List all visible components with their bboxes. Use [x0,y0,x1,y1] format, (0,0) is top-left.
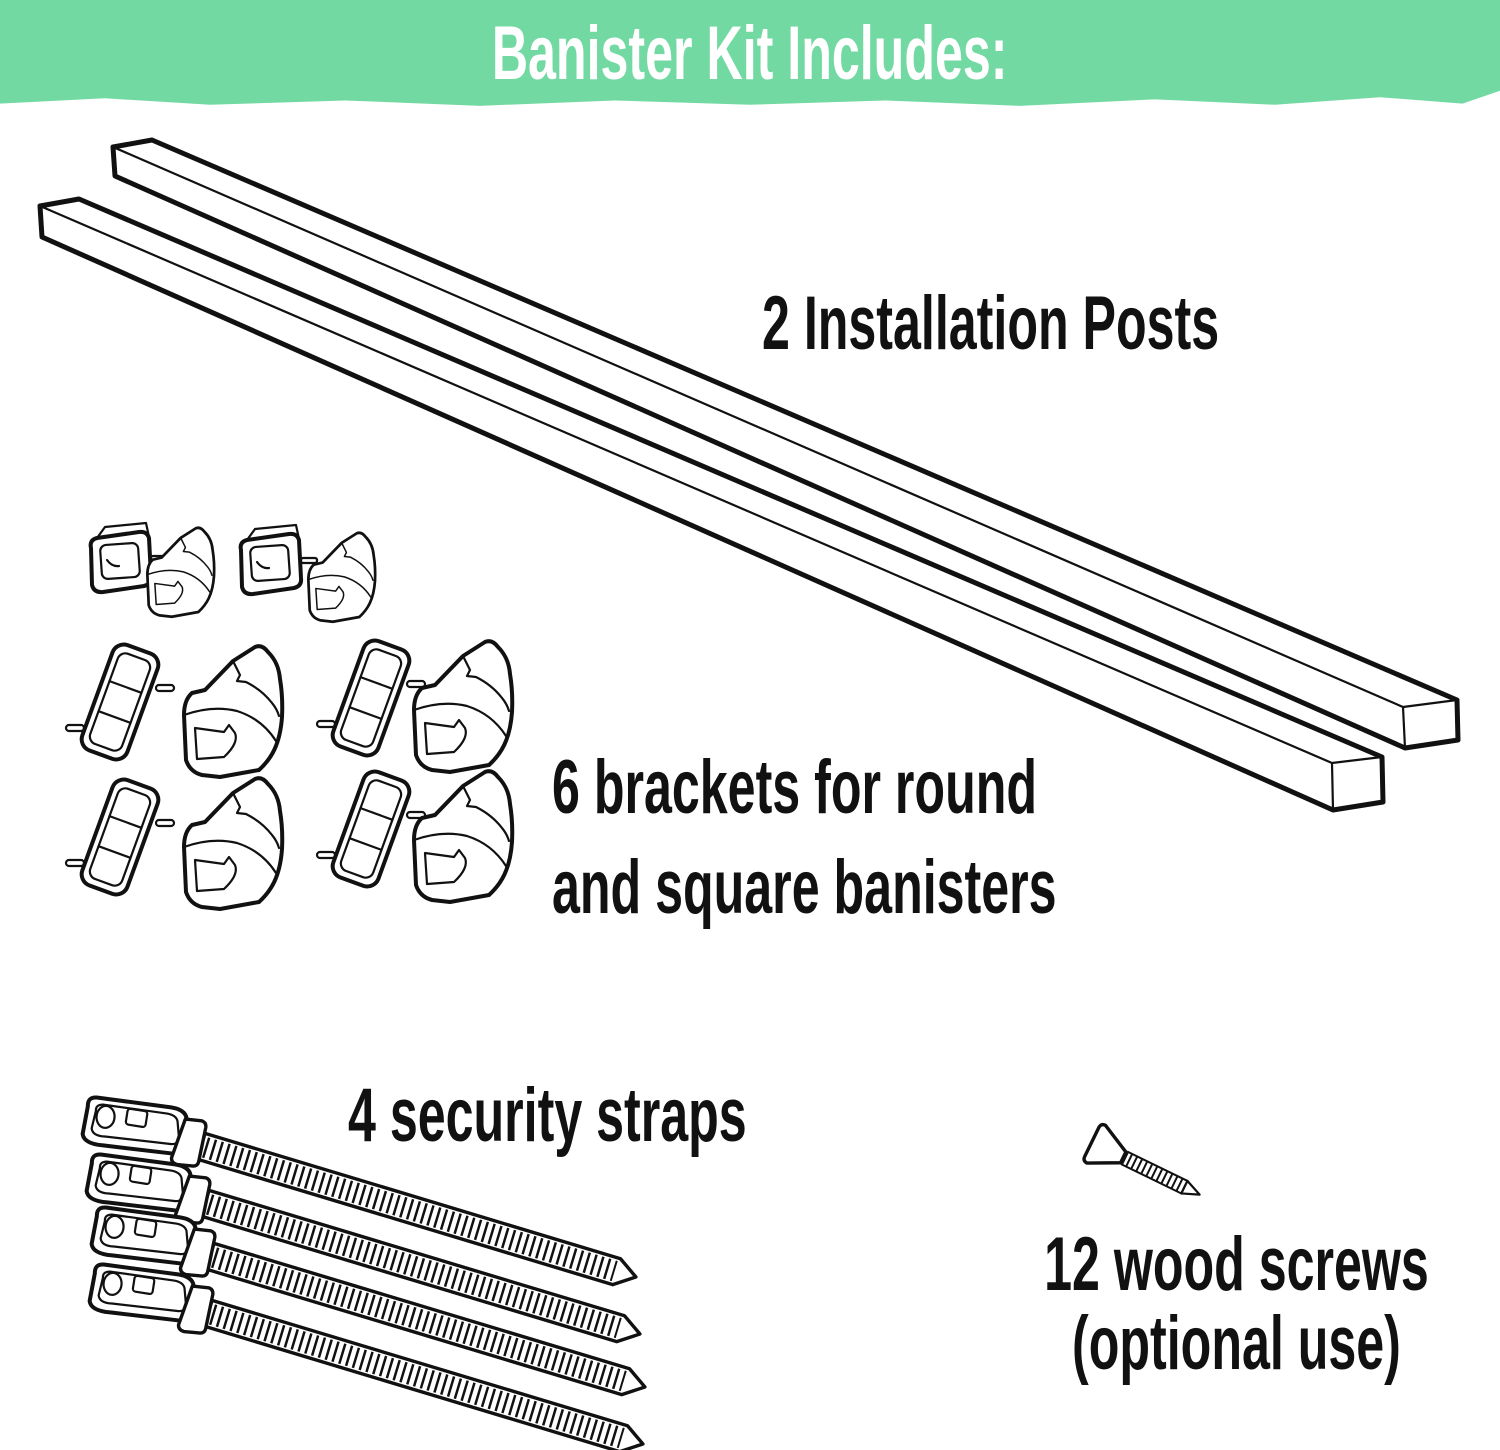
brackets-label-line1: 6 brackets for round [552,745,1037,830]
wood-screws-label: 12 wood screws (optional use) [945,1225,1429,1383]
wood-screws-label-line1: 12 wood screws [1044,1222,1429,1307]
bracket-hook-icon [146,526,216,619]
header-banner: Banister Kit Includes: [0,0,1500,106]
bracket-hook-icon [306,531,377,624]
brackets-label-line2: and square banisters [552,845,1057,930]
bracket-wedge-icon [182,644,285,779]
security-straps-label-text: 4 security straps [348,1073,747,1158]
installation-posts-illustration [37,137,1461,813]
bracket-wedge-icon [412,769,515,904]
banister-brackets-illustration [64,521,515,911]
bracket-plate-icon [64,774,176,900]
wood-screws-label-line2: (optional use) [1072,1301,1401,1386]
brackets-label: 6 brackets for round and square banister… [552,738,1317,938]
wood-screw-icon [1083,1123,1209,1213]
bracket-wedge-icon [182,776,285,911]
page-title: Banister Kit Includes: [492,11,1008,96]
bracket-plate-icon [315,766,427,892]
installation-posts-label: 2 Installation Posts [762,286,1455,362]
installation-posts-label-text: 2 Installation Posts [762,281,1220,366]
bracket-clip-icon [238,523,319,597]
installation-post-icon [110,137,1461,751]
installation-post-icon [37,196,1386,813]
bracket-plate-icon [64,639,176,765]
bracket-wedge-icon [412,639,515,774]
security-straps-label: 4 security straps [348,1078,952,1154]
bracket-plate-icon [315,635,427,761]
